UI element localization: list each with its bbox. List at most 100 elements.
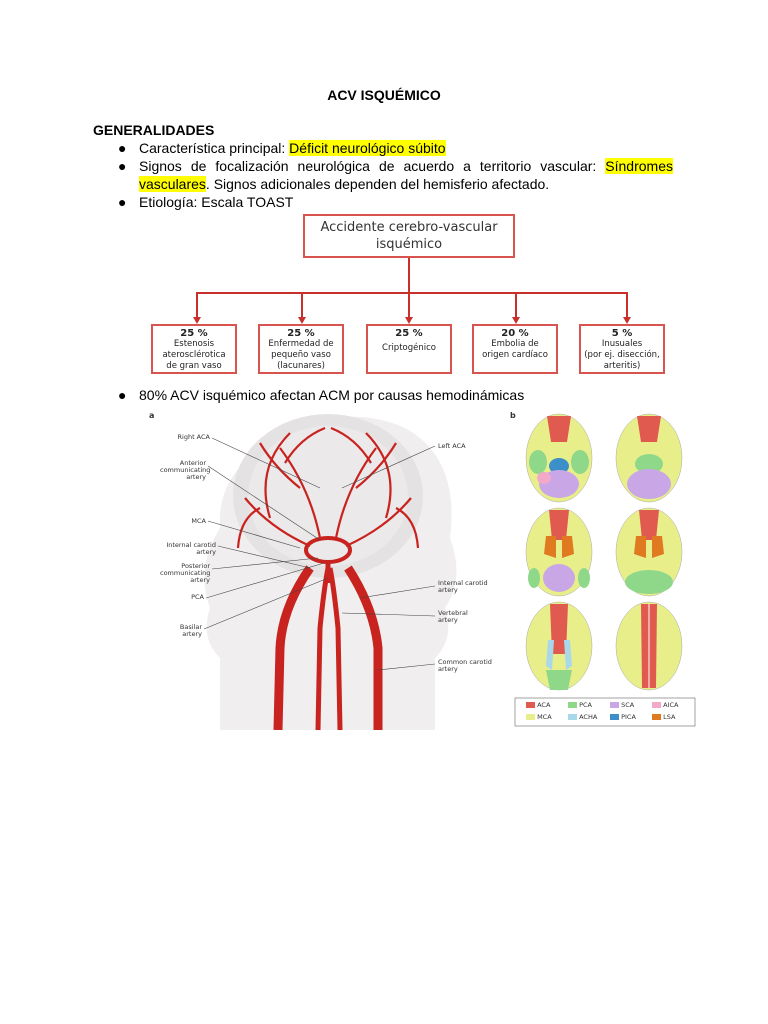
connector	[196, 292, 628, 294]
toast-label: origen cardíaco	[482, 350, 548, 360]
legend-label: SCA	[621, 701, 635, 709]
legend-swatch	[652, 702, 661, 708]
toast-label: aterosclérotica	[162, 350, 226, 360]
toast-pct: 25 %	[180, 328, 208, 339]
connector	[408, 292, 410, 317]
panel-label-b: b	[510, 411, 516, 420]
arrow-icon	[623, 317, 631, 324]
toast-label: Estenosis	[173, 339, 215, 349]
legend-item: PICA	[610, 713, 646, 721]
toast-label: Enfermedad de	[268, 339, 334, 349]
legend-label: AICA	[663, 701, 679, 709]
highlighted-text: Déficit neurológico súbito	[289, 140, 446, 156]
bullet-text: . Signos adicionales dependen del hemisf…	[205, 176, 550, 192]
bullet-icon: ●	[118, 387, 127, 403]
toast-label: Criptogénico	[382, 343, 436, 353]
toast-pct: 20 %	[501, 328, 529, 339]
legend-label: PICA	[621, 713, 636, 721]
bullet-icon: ●	[118, 158, 127, 174]
list-item: ● Etiología: Escala TOAST	[118, 193, 673, 211]
list-item: ●Característica principal: Déficit neuro…	[118, 139, 673, 157]
label-line: Internal carotid	[438, 579, 488, 587]
label-line: Anterior	[179, 459, 206, 467]
connector	[196, 292, 198, 317]
bullet-list: ●Característica principal: Déficit neuro…	[118, 139, 673, 211]
brain-slice	[615, 413, 683, 503]
label-line: artery	[438, 665, 458, 673]
legend-label: ACHA	[579, 713, 598, 721]
bullet-icon: ●	[118, 194, 127, 210]
label-pcomm: Posterior communicating artery	[160, 563, 210, 584]
list-item: ● 80% ACV isquémico afectan ACM por causa…	[118, 386, 524, 404]
toast-root-line1: Accidente cerebro-vascular	[320, 220, 498, 235]
section-heading: GENERALIDADES	[93, 122, 215, 138]
bullet-text: 80% ACV isquémico afectan ACM por causas…	[139, 387, 525, 403]
bullet-text: Etiología: Escala TOAST	[139, 194, 294, 210]
label-line: Basilar	[179, 623, 202, 631]
legend-item: MCA	[526, 713, 562, 721]
legend-item: ACHA	[568, 713, 604, 721]
territory-legend: ACA PCA SCA AICA MCA ACHA PICA LSA	[526, 701, 692, 721]
legend-item: AICA	[652, 701, 688, 709]
legend-item: ACA	[526, 701, 562, 709]
brain-slice	[615, 507, 683, 597]
label-line: communicating	[160, 466, 211, 474]
legend-label: PCA	[579, 701, 592, 709]
legend-swatch	[568, 702, 577, 708]
legend-item: LSA	[652, 713, 688, 721]
toast-pct: 5 %	[611, 328, 633, 339]
brain-slices-illustration	[514, 413, 696, 727]
head-artery-illustration	[203, 414, 457, 731]
brain-slice	[615, 601, 683, 691]
panel-label-a: a	[149, 411, 155, 420]
brain-slice	[525, 413, 593, 503]
figure-vascular-territories: b	[510, 408, 698, 730]
bullet-text: Signos de focalización neurológica de ac…	[139, 158, 606, 174]
toast-box-cryptogenic: 25 % Criptogénico	[366, 324, 452, 374]
label-vertebral: Vertebral artery	[438, 610, 468, 624]
brain-slice	[525, 507, 593, 597]
label-line: artery	[438, 616, 458, 624]
toast-box-unusual: 5 % Inusuales (por ej. disección, arteri…	[579, 324, 665, 374]
legend-item: SCA	[610, 701, 646, 709]
legend-swatch	[526, 702, 535, 708]
toast-label: pequeño vaso	[271, 350, 331, 360]
toast-pct: 25 %	[287, 328, 315, 339]
label-line: Common carotid	[438, 658, 492, 666]
legend-swatch	[526, 714, 535, 720]
label-line: artery	[186, 473, 206, 481]
toast-label: Inusuales	[601, 339, 643, 349]
legend-swatch	[610, 702, 619, 708]
arrow-icon	[405, 317, 413, 324]
toast-box-cardioembolic: 20 % Embolia de origen cardíaco	[472, 324, 558, 374]
legend-swatch	[568, 714, 577, 720]
label-left-aca: Left ACA	[438, 442, 466, 450]
legend-swatch	[652, 714, 661, 720]
toast-label: (lacunares)	[277, 361, 325, 371]
toast-box-small-vessel: 25 % Enfermedad de pequeño vaso (lacunar…	[258, 324, 344, 374]
label-ica-right: Internal carotid artery	[438, 580, 488, 594]
label-line: artery	[438, 586, 458, 594]
toast-label: Embolia de	[491, 339, 539, 349]
label-ica-left: Internal carotid artery	[146, 542, 216, 556]
legend-label: ACA	[537, 701, 551, 709]
legend-swatch	[610, 714, 619, 720]
connector	[301, 292, 303, 317]
arrow-icon	[512, 317, 520, 324]
connector	[408, 258, 410, 293]
legend-item: PCA	[568, 701, 604, 709]
page-title: ACV ISQUÉMICO	[327, 87, 441, 103]
label-line: Posterior	[181, 562, 210, 570]
label-right-aca: Right ACA	[177, 433, 211, 441]
connector	[626, 292, 628, 317]
figure-cerebral-arteries: Right ACA Anterior communicating artery …	[149, 408, 500, 731]
bullet-icon: ●	[118, 140, 127, 156]
toast-label: de gran vaso	[166, 361, 222, 371]
brain-slice	[525, 601, 593, 691]
legend-box	[514, 697, 696, 727]
toast-root-box: Accidente cerebro-vascular isquémico	[303, 214, 515, 258]
toast-label: arteritis)	[603, 361, 641, 371]
label-line: artery	[182, 630, 202, 638]
label-acomm: Anterior communicating artery	[160, 459, 211, 481]
label-line: artery	[190, 576, 210, 584]
